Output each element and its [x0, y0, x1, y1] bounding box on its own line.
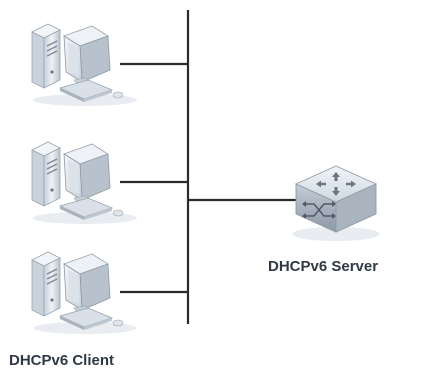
connection-lines [120, 10, 300, 324]
client-group-label: DHCPv6 Client [9, 352, 115, 369]
network-switch-icon [292, 165, 380, 241]
server-label: DHCPv6 Server [268, 258, 379, 275]
